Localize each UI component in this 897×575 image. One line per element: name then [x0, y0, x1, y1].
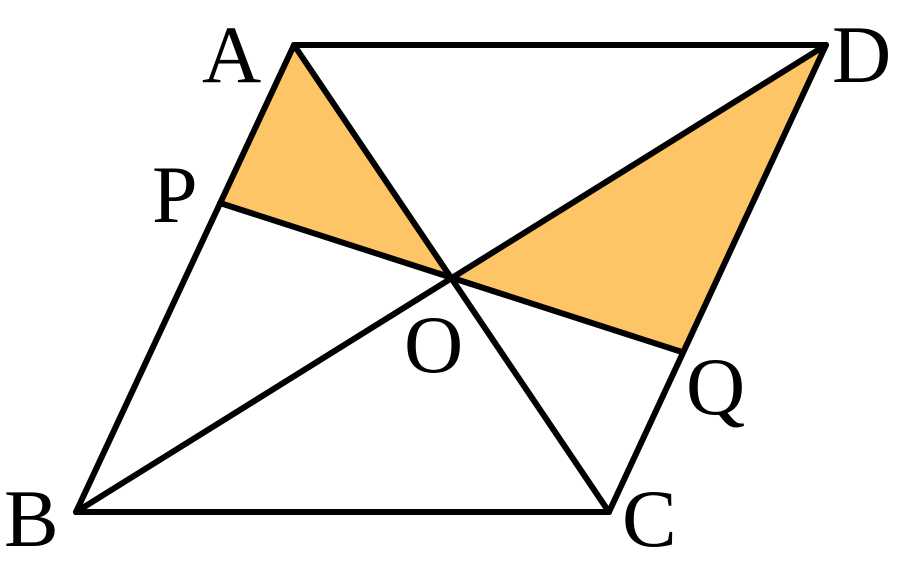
- label-q: Q: [686, 341, 745, 432]
- label-a: A: [202, 9, 261, 100]
- label-c: C: [622, 473, 677, 564]
- shaded-triangle-doq: [450, 45, 826, 352]
- segment-ab: [73, 42, 297, 515]
- label-d: D: [832, 9, 891, 100]
- segment-pq: [217, 200, 685, 355]
- label-b: B: [4, 473, 59, 564]
- label-p: P: [152, 149, 198, 240]
- label-o: O: [404, 299, 463, 390]
- segment-dc: [606, 42, 829, 515]
